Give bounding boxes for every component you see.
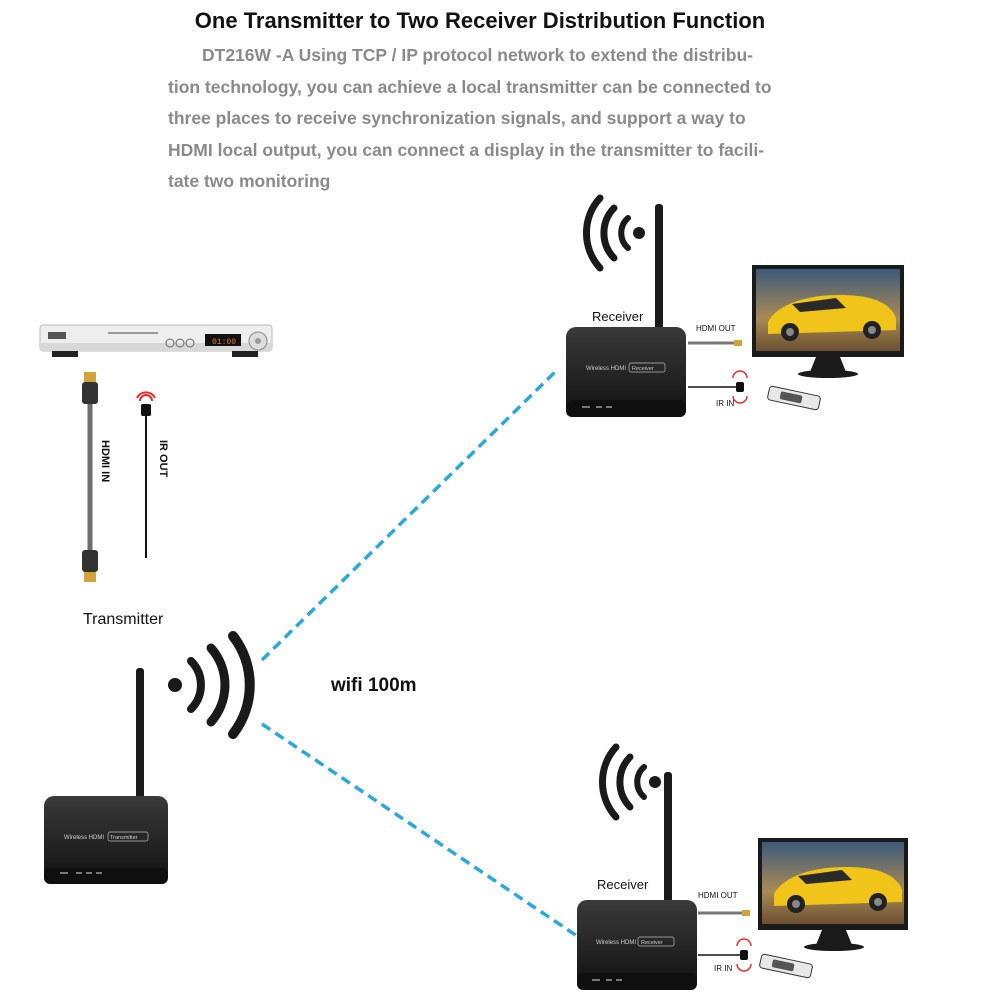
transmitter-wifi-icon [168,631,255,739]
wifi-range-label: wifi 100m [330,675,417,696]
receiver-1-hdmi-cable [688,340,742,346]
diagram-title: One Transmitter to Two Receiver Distribu… [194,8,766,33]
description-line: tate two monitoring [168,171,331,191]
receiver-2-label: Receiver [597,877,649,892]
receiver-2-ir-receiver-icon [698,938,752,972]
hdmi-cable-icon [82,372,98,582]
receiver-1-device-badge: Receiver [632,366,654,372]
transmitter-device-text: Wireless HDMI [64,835,104,841]
receiver-2-device-text: Wireless HDMI [596,940,636,946]
hdmi-in-label: HDMI IN [99,440,111,482]
receiver-1-device-text: Wireless HDMI [586,366,626,372]
receiver-1-hdmi-out-label: HDMI OUT [696,324,736,333]
receiver-2-device: Wireless HDMI Receiver [577,772,697,990]
receiver-1-monitor-icon [752,265,904,378]
receiver-1-remote-icon [767,385,821,411]
receiver-1-label: Receiver [592,309,644,324]
ir-emitter-icon [136,391,156,558]
wifi-link-lines [260,368,581,940]
receiver-1-ir-in-label: IR IN [716,399,734,408]
receiver-2-hdmi-cable [698,910,750,916]
ir-out-label: IR OUT [157,440,169,478]
receiver-2-device-badge: Receiver [641,940,663,946]
transmitter-label: Transmitter [83,611,164,628]
description-line: tion technology, you can achieve a local… [168,76,772,97]
description-line: DT216W -A Using TCP / IP protocol networ… [202,45,753,65]
receiver-1-wifi-icon [583,194,645,272]
receiver-2-monitor-icon [758,838,908,951]
dvd-display-text: 01:00 [212,338,236,347]
description-line: three places to receive synchronization … [168,108,746,128]
wifi-link-to-receiver-2 [261,722,581,940]
transmitter-device: Wireless HDMI Transmitter [44,668,168,884]
receiver-2-ir-in-label: IR IN [714,964,732,973]
wifi-link-to-receiver-1 [260,368,559,662]
description-line: HDMI local output, you can connect a dis… [168,139,765,160]
receiver-1-ir-receiver-icon [688,370,748,404]
description-paragraph: DT216W -A Using TCP / IP protocol networ… [168,40,808,198]
receiver-2-remote-icon [759,953,813,979]
transmitter-device-badge: Transmitter [110,835,138,841]
receiver-2-wifi-icon [599,743,661,821]
receiver-1-device: Wireless HDMI Receiver [566,204,686,417]
receiver-2-hdmi-out-label: HDMI OUT [698,891,738,900]
dvd-player: 01:00 [39,324,273,357]
